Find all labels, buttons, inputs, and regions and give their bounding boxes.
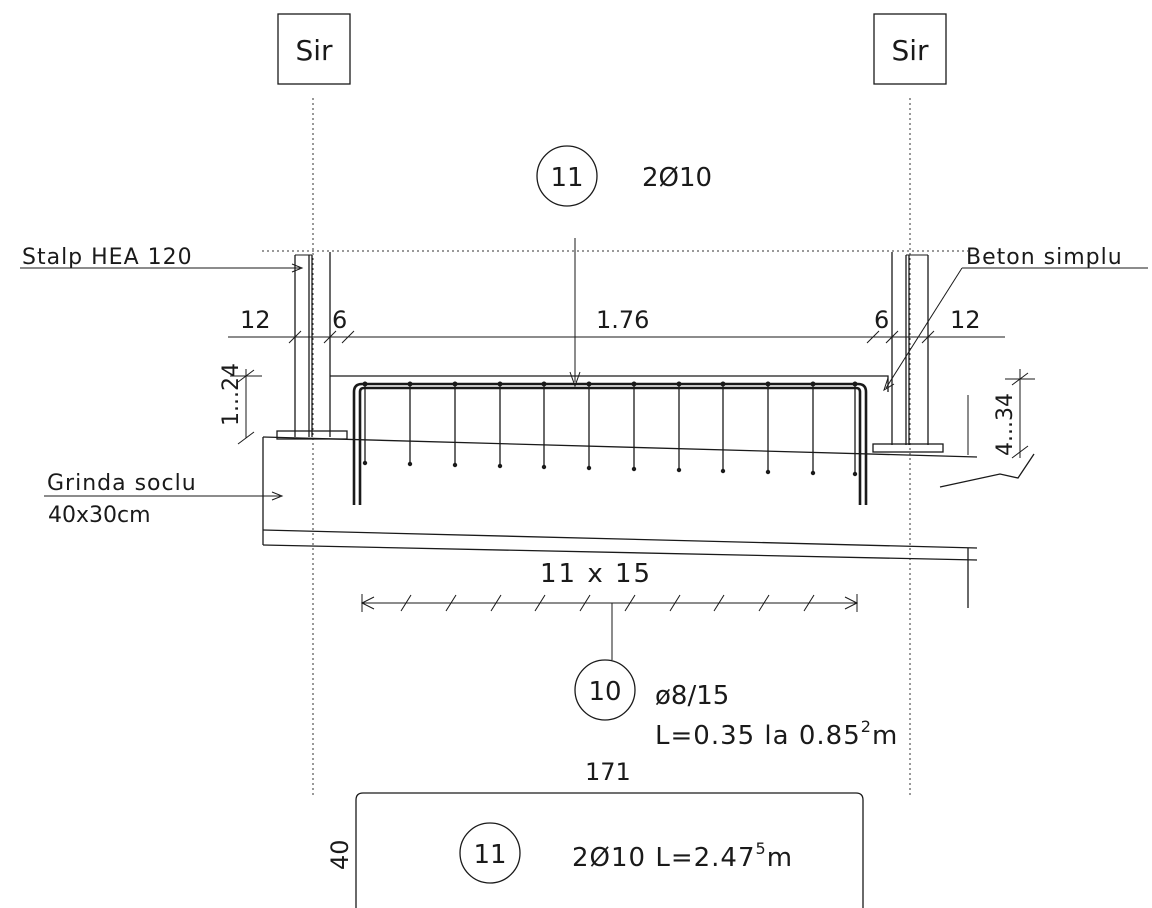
dimension-left-height: 1...24 — [219, 363, 262, 445]
mark-top-spec: 2Ø10 — [642, 163, 712, 193]
break-line — [939, 395, 1035, 608]
concrete-label-text: Beton simplu — [966, 245, 1123, 270]
column-label: Stalp HEA 120 — [20, 245, 304, 273]
dim-right-outer: 12 — [950, 306, 981, 334]
dimension-spacing: 11 x 15 — [360, 559, 859, 660]
axis-left: Sir — [277, 13, 351, 85]
mark-top-number: 11 — [550, 163, 583, 193]
dim-left-outer: 12 — [240, 306, 271, 334]
dim-right-inner: 6 — [874, 306, 889, 334]
bar-schedule: 171 40 11 2Ø10 L=2.475m — [326, 758, 864, 908]
dim-bar-length: 171 — [585, 758, 631, 786]
bar-11-top — [352, 382, 868, 505]
beam-label: Grinda soclu 40x30cm — [44, 471, 284, 528]
socle-beam — [262, 436, 978, 561]
mark-stirrups-spec: ø8/15 — [655, 681, 729, 711]
axis-right: Sir — [873, 13, 947, 85]
dim-spacing: 11 x 15 — [540, 559, 652, 589]
mark-bottom-number: 11 — [473, 840, 506, 870]
dim-right-height: 4...34 — [993, 393, 1018, 456]
dim-left-height: 1...24 — [219, 363, 244, 426]
mark-bottom-spec: 2Ø10 L=2.475m — [572, 839, 793, 873]
dim-bar-height: 40 — [326, 839, 354, 870]
axis-right-label: Sir — [891, 34, 929, 67]
mark-top: 11 2Ø10 — [536, 145, 712, 388]
dimension-right-height: 4...34 — [993, 369, 1035, 459]
dimension-horizontal: 12 6 1.76 6 12 — [228, 306, 1005, 344]
column-right — [872, 252, 944, 453]
column-label-text: Stalp HEA 120 — [22, 245, 193, 270]
stirrups-10 — [362, 381, 858, 477]
beam-label-line1: Grinda soclu — [47, 471, 197, 496]
dim-clear-span: 1.76 — [596, 306, 649, 334]
dim-left-inner: 6 — [332, 306, 347, 334]
column-left — [276, 252, 348, 440]
mark-stirrups-number: 10 — [588, 677, 621, 707]
beam-label-line2: 40x30cm — [48, 503, 151, 528]
mark-stirrups: 10 ø8/15 L=0.35 la 0.852m — [574, 659, 898, 751]
mark-stirrups-length: L=0.35 la 0.852m — [655, 717, 898, 751]
concrete-label: Beton simplu — [883, 245, 1148, 392]
axis-left-label: Sir — [295, 34, 333, 67]
